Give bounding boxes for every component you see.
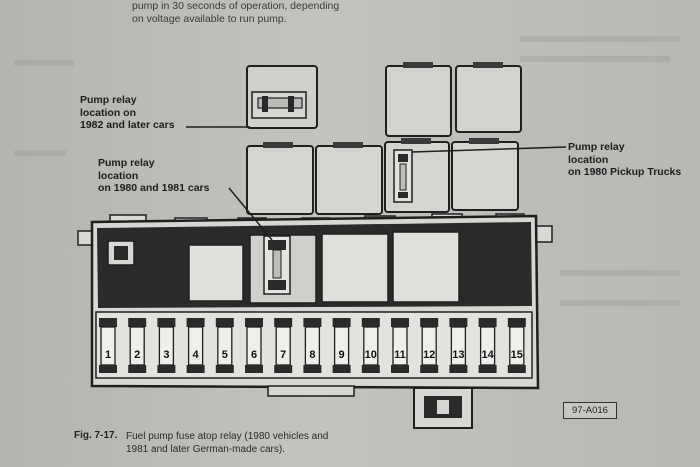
callout-line: Pump relay xyxy=(568,141,625,153)
faded-text xyxy=(520,36,680,42)
fuse-1: 1 xyxy=(99,318,117,373)
figure-ref-code: 97-A016 xyxy=(563,402,617,419)
callout-line: location xyxy=(568,153,609,166)
fuse-number: 2 xyxy=(134,349,140,361)
figure-number: Fig. 7-17. xyxy=(74,430,118,441)
fuse-5: 5 xyxy=(215,318,234,373)
figure-caption: Fuel pump fuse atop relay (1980 vehicles… xyxy=(126,430,386,456)
fuse-3: 3 xyxy=(157,318,176,373)
fuse-number: 15 xyxy=(511,349,523,361)
callout-line: 1982 and later cars xyxy=(80,119,175,131)
leader-line-pickup xyxy=(411,146,567,153)
fuse-15: 15 xyxy=(507,318,526,373)
fuse-10: 10 xyxy=(361,318,380,373)
intro-line: pump in 30 seconds of operation, dependi… xyxy=(132,0,340,12)
fuse-7: 7 xyxy=(274,318,293,373)
fuse-9: 9 xyxy=(332,318,351,373)
relay-1982-drawing xyxy=(246,65,318,129)
fuse-number: 10 xyxy=(365,349,377,361)
fuse-12: 12 xyxy=(420,318,439,373)
callout-line: on 1980 and 1981 cars xyxy=(98,182,210,194)
callout-line: location on xyxy=(80,106,136,119)
fuse-number: 6 xyxy=(251,349,257,361)
callout-line: Pump relay xyxy=(80,94,137,106)
fuse-4: 4 xyxy=(186,318,205,373)
callout-line: location xyxy=(98,169,139,182)
fuse-number: 8 xyxy=(309,349,315,361)
faded-text xyxy=(520,56,670,62)
fuse-number: 4 xyxy=(193,349,200,361)
fuse-2: 2 xyxy=(128,318,147,373)
caption-line: Fuel pump fuse atop relay (1980 vehicles… xyxy=(126,431,329,442)
faded-text xyxy=(14,150,66,156)
callout-relay-1982: Pump relay location on 1982 and later ca… xyxy=(80,94,175,132)
callout-line: Pump relay xyxy=(98,157,155,169)
intro-text: pump in 30 seconds of operation, dependi… xyxy=(132,0,392,26)
faded-text xyxy=(14,60,74,66)
leader-line-1980-81 xyxy=(228,187,273,241)
fuse-number: 14 xyxy=(481,349,494,361)
fuse-number: 11 xyxy=(394,349,406,361)
fuse-number: 7 xyxy=(280,349,286,361)
fuse-number: 3 xyxy=(163,349,169,361)
faded-text xyxy=(560,300,680,306)
middle-relay-row xyxy=(246,138,519,215)
fuse-8: 8 xyxy=(303,318,322,373)
callout-line: on 1980 Pickup Trucks xyxy=(568,166,682,178)
fuse-number: 1 xyxy=(105,349,111,361)
callout-relay-1980-81: Pump relay location on 1980 and 1981 car… xyxy=(98,157,210,195)
callout-relay-pickup: Pump relay location on 1980 Pickup Truck… xyxy=(568,141,681,179)
fuse-number: 13 xyxy=(452,349,464,361)
fuse-6: 6 xyxy=(245,318,263,373)
fuse-14: 14 xyxy=(478,318,497,373)
fuse-number: 5 xyxy=(222,349,228,361)
fuse-number: 9 xyxy=(339,349,345,361)
top-relay-row xyxy=(385,62,522,137)
fuse-11: 11 xyxy=(391,318,409,373)
faded-text xyxy=(560,270,680,276)
intro-line: on voltage available to run pump. xyxy=(132,13,287,25)
fuse-number: 12 xyxy=(423,349,435,361)
fuse-13: 13 xyxy=(449,318,468,373)
caption-line: 1981 and later German-made cars). xyxy=(126,444,285,455)
